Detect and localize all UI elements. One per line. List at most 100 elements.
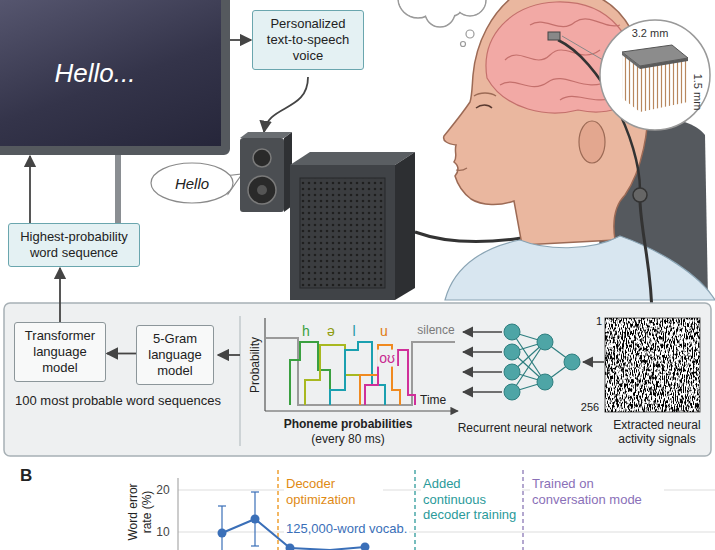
connector-arrow: [29, 156, 31, 223]
monitor-stand: [115, 150, 121, 226]
electrode-inset: [600, 20, 710, 130]
process-box: Personalized text-to-speech voice: [252, 10, 364, 70]
component-label: Recurrent neural network: [458, 421, 593, 435]
tick-label: 20: [156, 483, 169, 497]
phoneme-label: silence: [415, 323, 456, 337]
annotation: 125,000-word vocab.: [284, 521, 409, 537]
patient-head: [456, 168, 467, 170]
rnn-icon: [512, 332, 572, 392]
model-box: 5-Gram language model: [136, 325, 214, 385]
decoder-panel: [4, 303, 711, 456]
connector-arrow: [230, 39, 251, 41]
phoneme-chart: [305, 345, 360, 405]
error-rate-chart: [218, 529, 227, 538]
error-rate-chart: [221, 506, 222, 550]
node-text: 5-Gram language model: [143, 331, 207, 379]
tick-label: 10: [156, 525, 169, 539]
speaker-icon: [240, 138, 284, 212]
rnn-icon: [564, 354, 580, 370]
phoneme-chart: [265, 410, 458, 411]
error-rate-chart: [178, 470, 715, 550]
thought-bubble: [454, 0, 486, 16]
decoder-panel: [239, 316, 240, 446]
rnn-icon: [463, 351, 502, 353]
thought-bubble: [461, 42, 466, 47]
phoneme-chart: [265, 318, 458, 411]
phoneme-chart: [290, 342, 330, 405]
node-text: Transformer language model: [21, 328, 99, 376]
panel-letter: B: [20, 466, 32, 486]
patient-head: [474, 93, 496, 96]
patient-head: [530, 19, 620, 27]
phoneme-label: u: [378, 323, 390, 340]
node-text: Hello: [175, 175, 209, 192]
neural-raster: [605, 318, 700, 412]
error-rate-chart: [251, 515, 260, 524]
chart-title: Phoneme probabilities: [284, 417, 413, 431]
electrode-inset: [600, 20, 710, 130]
decoder-panel: [4, 303, 711, 456]
rnn-icon: [463, 331, 502, 333]
rnn-icon: [504, 384, 520, 400]
speaker-icon: [253, 149, 271, 167]
neural-raster: [605, 318, 700, 412]
error-rate-chart: [251, 491, 259, 492]
phoneme-label: h: [300, 323, 312, 340]
dimension-label: 1.5 mm: [690, 74, 703, 111]
phoneme-label: ə: [325, 323, 337, 340]
patient-head: [476, 105, 492, 108]
rnn-icon: [504, 344, 520, 360]
error-rate-chart: [218, 505, 226, 506]
rnn-icon: [463, 391, 502, 393]
annotation: Decoder optimization: [284, 476, 383, 507]
implant-cable: [548, 32, 560, 40]
rnn-icon: [537, 374, 553, 390]
computer-tower: [290, 152, 415, 300]
rnn-icon: [463, 324, 604, 400]
annotation: Added continuous decoder training: [421, 476, 522, 523]
axis-label: Probability: [248, 337, 262, 393]
annotation: Trained on conversation mode: [530, 476, 664, 507]
computer-tower: [290, 152, 415, 165]
implant-cable: [633, 188, 647, 202]
channel-number: 256: [581, 401, 599, 414]
speaker-icon: [240, 132, 292, 138]
connector-arrow: [107, 353, 136, 355]
patient-head: [579, 121, 605, 163]
computer-tower: [300, 178, 385, 288]
shirt: [445, 236, 715, 300]
error-rate-chart: [361, 543, 370, 550]
phoneme-chart: [264, 318, 265, 411]
rnn-icon: [504, 324, 520, 340]
speaker-icon: [240, 132, 292, 212]
rnn-icon: [537, 334, 553, 350]
thought-bubble: [455, 0, 485, 15]
electrode-inset: [640, 58, 688, 69]
node-text: Hello...: [55, 58, 166, 88]
model-box: Transformer language model: [14, 322, 106, 382]
error-rate-chart: [286, 544, 295, 550]
monitor-screen: Hello...: [0, 0, 230, 155]
thought-bubble: [466, 30, 474, 38]
electrode-inset: [640, 58, 688, 112]
electrode-inset: [622, 52, 640, 69]
implant-cable: [640, 202, 652, 318]
phoneme-label: oʊ: [377, 350, 397, 367]
process-box: Highest-probability word sequence: [8, 223, 140, 267]
rnn-icon: [463, 371, 502, 373]
error-rate-chart: [522, 470, 524, 550]
implant-cable: [562, 36, 603, 60]
decoder-panel: [218, 354, 240, 356]
chart-subtitle: (every 80 ms): [311, 432, 384, 446]
speaker-icon: [248, 176, 276, 204]
error-rate-chart: [414, 470, 416, 550]
axis-label: Time: [420, 393, 446, 407]
phoneme-chart: [365, 350, 415, 405]
connector-arrow: [59, 268, 61, 322]
component-label: Extracted neural activity signals: [604, 418, 710, 447]
patient-head: [505, 50, 600, 60]
rnn-icon: [583, 361, 604, 363]
audio-arrow: [264, 77, 308, 132]
error-rate-chart: [178, 478, 179, 550]
patient-head: [500, 79, 610, 87]
